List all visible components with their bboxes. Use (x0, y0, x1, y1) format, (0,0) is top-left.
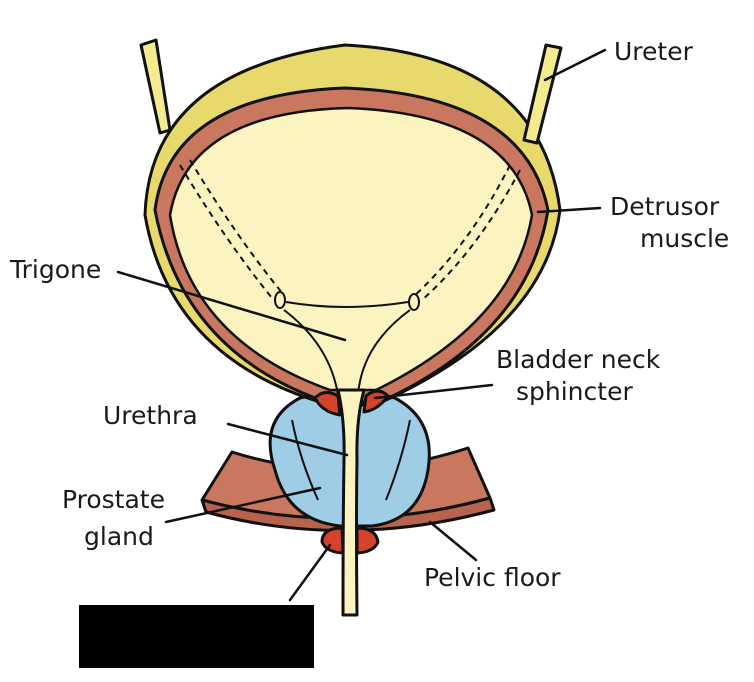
trigone (283, 301, 411, 396)
prostate-label-line2: gland (84, 522, 154, 551)
bladder-lumen (168, 106, 534, 392)
detrusor-label-line2: muscle (640, 224, 729, 253)
external-sphincter-leader (288, 543, 332, 602)
bladder-neck-leader (373, 383, 494, 400)
detrusor-leader (536, 206, 602, 214)
detrusor-label-line1: Detrusor (610, 192, 720, 221)
redaction-box (79, 605, 314, 668)
prostate-label-line1: Prostate (62, 485, 165, 514)
ureteric-orifice-left (274, 291, 286, 309)
urethra (336, 388, 366, 617)
pelvic-floor-label: Pelvic floor (424, 563, 561, 592)
trigone-label: Trigone (9, 255, 101, 284)
ureter-label: Ureter (614, 37, 694, 66)
prostate-leader (164, 486, 322, 524)
urethra-leader (226, 422, 349, 457)
external-urethral-sphincter (320, 526, 380, 555)
intramural-ureter-paths (179, 159, 521, 301)
bladder-neck-label-line1: Bladder neck (496, 345, 661, 374)
trigone-leader (116, 270, 347, 342)
pelvic-floor-leader (428, 520, 478, 562)
ureter-leader (543, 48, 607, 82)
ureteric-orifice-right (408, 293, 420, 311)
ureter-left (139, 38, 172, 135)
ureter-right (522, 43, 563, 145)
bladder-neck-label-line2: sphincter (516, 377, 633, 406)
urethra-label: Urethra (103, 401, 198, 430)
